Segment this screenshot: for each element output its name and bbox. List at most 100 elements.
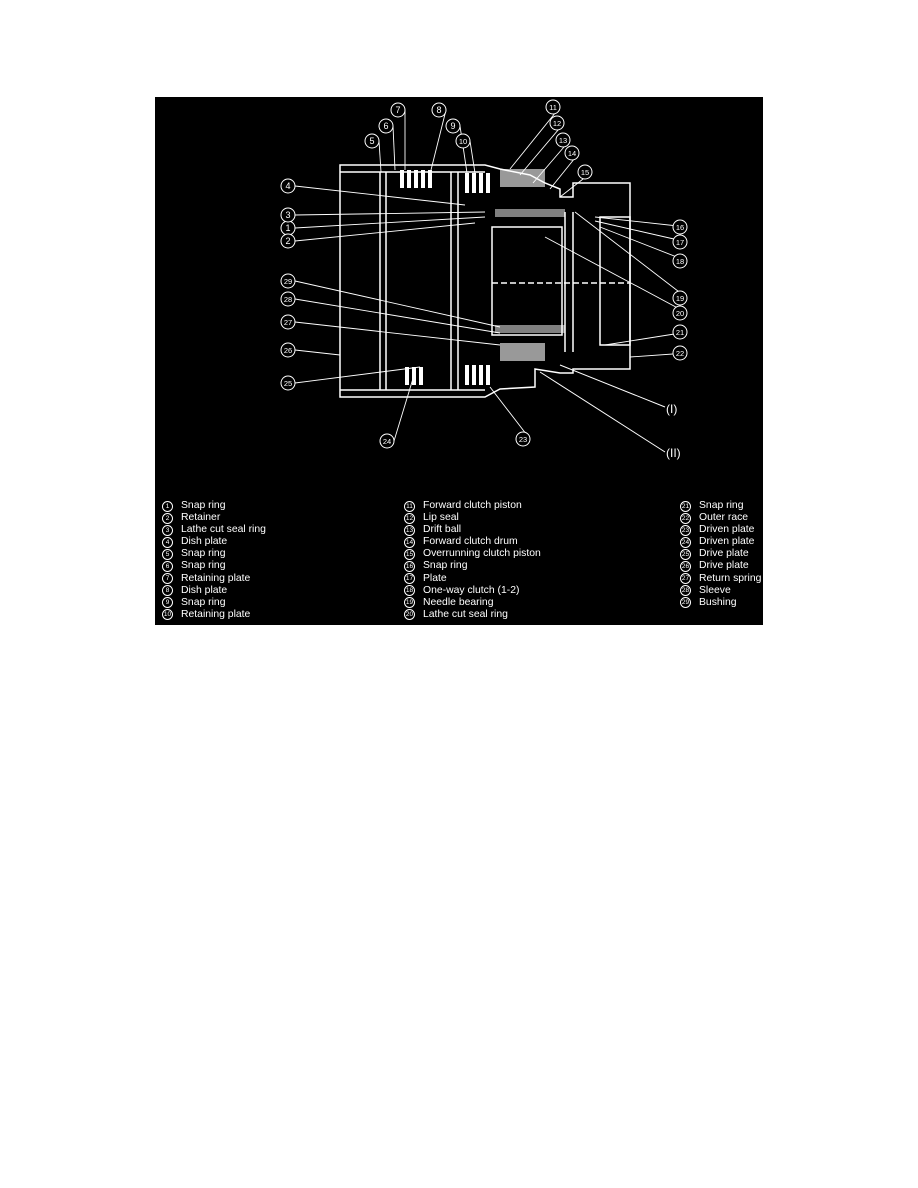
callout-number: 12 [553, 119, 561, 128]
legend-label: Retainer [181, 512, 221, 524]
callout-circle [672, 324, 688, 340]
callout-circle [280, 314, 296, 330]
callout-circle [280, 273, 296, 289]
callout-leader [519, 122, 565, 176]
callout-number: 27 [284, 318, 292, 327]
legend-number: 27 [680, 573, 691, 585]
callout-leader [294, 222, 476, 242]
legend-label: Bushing [699, 596, 737, 608]
legend-number: 7 [162, 573, 173, 585]
callout-number: 17 [676, 238, 684, 247]
legend-number: 13 [404, 524, 415, 536]
callout-circle [672, 253, 688, 269]
legend-label: Retaining plate [181, 608, 251, 620]
legend-item: 23 Driven plate [680, 524, 761, 536]
callout-circle [672, 345, 688, 361]
legend-number: 3 [162, 524, 173, 536]
callout-circle [455, 133, 471, 149]
legend-number: 28 [680, 585, 691, 597]
legend-number: 4 [162, 536, 173, 548]
callout-circle [280, 291, 296, 307]
legend-label: Snap ring [181, 548, 226, 560]
callout-circle [515, 431, 531, 447]
callout-number: 11 [549, 103, 557, 112]
legend-number: 15 [404, 548, 415, 560]
legend-number: 9 [162, 597, 173, 609]
legend-label: Forward clutch drum [423, 536, 518, 548]
legend-label: Return spring [699, 572, 762, 584]
callout-circle [445, 118, 461, 134]
legend-label: Outer race [699, 512, 749, 524]
callout-circle [672, 290, 688, 306]
drum-outline [339, 164, 631, 398]
legend-label: Snap ring [181, 500, 226, 511]
legend-number: 19 [404, 597, 415, 609]
callout-circle [280, 178, 296, 194]
section-mark-group: (I) (II) [539, 364, 681, 460]
legend-number: 20 [404, 609, 415, 621]
callout-circle [431, 102, 447, 118]
legend-item: 27 Return spring [680, 573, 761, 585]
callout-number: 21 [676, 328, 684, 337]
legend-number: 23 [680, 524, 691, 536]
callout-leader [594, 216, 688, 228]
legend-number: 24 [680, 536, 691, 548]
legend-label: Snap ring [699, 500, 744, 511]
callout-leader [294, 185, 466, 206]
legend-label: Snap ring [423, 560, 468, 572]
callout-number: 9 [450, 121, 455, 131]
legend-label: Drive plate [699, 560, 749, 572]
section-mark-ii: (II) [666, 446, 681, 460]
callout-leader [574, 211, 688, 299]
callout-number: 18 [676, 257, 684, 266]
callout-circle [555, 132, 571, 148]
clutch-plates [400, 169, 565, 385]
callout-number: 20 [676, 309, 684, 318]
section-mark-i: (I) [666, 402, 677, 416]
legend-number: 8 [162, 585, 173, 597]
callout-leader [599, 226, 688, 262]
callout-leader [294, 280, 501, 328]
callout-number: 13 [559, 136, 567, 145]
legend-number: 5 [162, 548, 173, 560]
callout-leader [393, 371, 416, 442]
legend-label: Lathe cut seal ring [181, 524, 266, 536]
callout-circle [280, 207, 296, 223]
callout-leader [294, 366, 421, 384]
callout-number: 3 [285, 210, 290, 220]
legend-label: Dish plate [181, 584, 228, 596]
legend-label: Forward clutch piston [423, 500, 522, 511]
legend-label: Driven plate [699, 524, 755, 536]
legend-label: Lip seal [423, 512, 459, 524]
legend-label: Driven plate [699, 536, 755, 548]
callout-circle [379, 433, 395, 449]
callout-circle [280, 375, 296, 391]
callout-circle [280, 233, 296, 249]
callout-circle [672, 234, 688, 250]
callout-number: 15 [581, 168, 589, 177]
legend-item: 3 Lathe cut seal ring [162, 524, 266, 536]
callout-circle [390, 102, 406, 118]
callout-circle [577, 164, 593, 180]
callout-circle [545, 99, 561, 115]
callout-leader [294, 349, 341, 356]
callout-circle [672, 219, 688, 235]
callout-number: 10 [459, 137, 467, 146]
